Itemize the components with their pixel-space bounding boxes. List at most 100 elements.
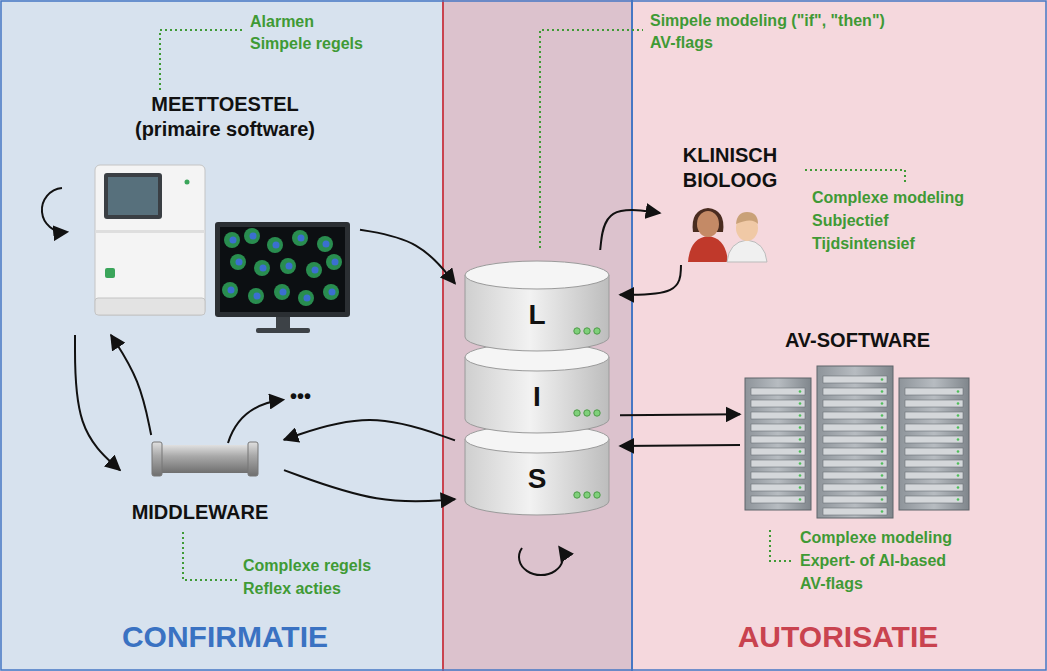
server-light — [799, 414, 802, 417]
cell-image — [230, 237, 237, 244]
server-icon — [745, 366, 969, 518]
annotation-text: Complexe regels — [243, 556, 371, 575]
server-slot — [751, 424, 805, 431]
annotation-text: Alarmen — [250, 12, 314, 31]
cell-image — [280, 289, 287, 296]
server-light — [799, 462, 802, 465]
node-title: MEETTOESTEL (primaire software) — [120, 92, 330, 142]
leader-line — [183, 532, 237, 580]
server-rack — [899, 378, 969, 510]
cell-image — [254, 293, 261, 300]
cell-image — [317, 236, 333, 252]
node-title: L — [497, 297, 577, 332]
server-slot — [823, 472, 887, 479]
server-slot — [751, 472, 805, 479]
database-disk — [574, 410, 580, 416]
server-light — [881, 402, 884, 405]
database-disk — [584, 492, 590, 498]
leader-line — [805, 170, 905, 182]
server-slot — [905, 472, 963, 479]
system-node: AV-SOFTWARE — [740, 320, 979, 525]
server-light — [799, 390, 802, 393]
analyzer-panel — [95, 230, 205, 233]
server-light — [881, 438, 884, 441]
leader-line — [160, 30, 244, 90]
server-light — [881, 510, 884, 513]
node-title: AV-SOFTWARE — [740, 328, 975, 353]
flow-arrow — [284, 420, 455, 440]
database-disk — [584, 328, 590, 334]
cell-image — [298, 235, 305, 242]
system-node: MIDDLEWARE — [120, 435, 284, 530]
region-band: MEETTOESTEL (primaire software) MIDDLEWAR… — [0, 0, 632, 671]
server-light — [881, 426, 884, 429]
server-slot — [751, 400, 805, 407]
monitor-screen — [220, 227, 345, 312]
panel-border — [631, 0, 633, 671]
cell-image — [326, 254, 342, 270]
annotation-text: Expert- of AI-based — [800, 551, 946, 570]
server-slot — [905, 400, 963, 407]
node-title: MIDDLEWARE — [120, 500, 280, 525]
cell-image — [280, 258, 296, 274]
database-disk — [594, 492, 600, 498]
server-light — [957, 414, 960, 417]
server-slot — [823, 388, 887, 395]
reflex-arrow — [228, 400, 282, 443]
flow-arrow — [600, 210, 660, 250]
database-disk — [594, 328, 600, 334]
flow-arrow — [284, 470, 455, 501]
server-slot — [751, 496, 805, 503]
people-icon — [688, 208, 767, 262]
ellipsis-mark: ••• — [290, 384, 311, 408]
region-title: AUTORISATIE — [713, 618, 963, 656]
cell-image — [298, 290, 314, 306]
server-light — [799, 450, 802, 453]
server-slot — [905, 448, 963, 455]
analyzer-icon — [95, 165, 205, 315]
flow-arrow — [620, 265, 681, 295]
server-slot — [823, 448, 887, 455]
confirmation-panel — [0, 0, 632, 671]
system-node: KLINISCH BIOLOOG — [660, 135, 800, 265]
database-disk — [584, 410, 590, 416]
server-slot — [751, 436, 805, 443]
cell-image — [222, 282, 238, 298]
middleware-pipe — [152, 442, 258, 476]
server-slot — [823, 460, 887, 467]
flow-arrow — [75, 335, 120, 470]
server-light — [957, 450, 960, 453]
database-disk — [465, 343, 609, 433]
database-icon — [465, 261, 609, 515]
loop-arrow — [42, 188, 66, 232]
cell-image — [274, 284, 290, 300]
server-slot — [905, 460, 963, 467]
leader-line — [540, 30, 643, 248]
cell-image — [292, 230, 308, 246]
annotation-text: Simpele regels — [250, 34, 363, 53]
flow-arrow — [620, 413, 740, 416]
pipe-body — [157, 445, 253, 473]
server-light — [881, 486, 884, 489]
overlap-panel — [443, 0, 632, 671]
annotation-text: Complexe modeling — [812, 188, 964, 207]
region-band: KLINISCH BIOLOOG AV-SOFTWARE AUTORISATIE — [443, 0, 1047, 671]
annotation-text: Subjectief — [812, 211, 888, 230]
cell-image — [244, 228, 260, 244]
database-node: L I S — [455, 250, 620, 530]
analyzer-screen — [104, 173, 162, 219]
server-slot — [905, 436, 963, 443]
server-slot — [823, 436, 887, 443]
server-slot — [751, 412, 805, 419]
node-title: S — [497, 461, 577, 496]
cell-image — [236, 259, 243, 266]
server-light — [957, 462, 960, 465]
node-title: I — [497, 379, 577, 414]
flow-arrow — [360, 230, 455, 284]
monitor-stand — [256, 328, 310, 333]
server-rack — [745, 378, 811, 510]
analyzer-light — [105, 268, 115, 278]
